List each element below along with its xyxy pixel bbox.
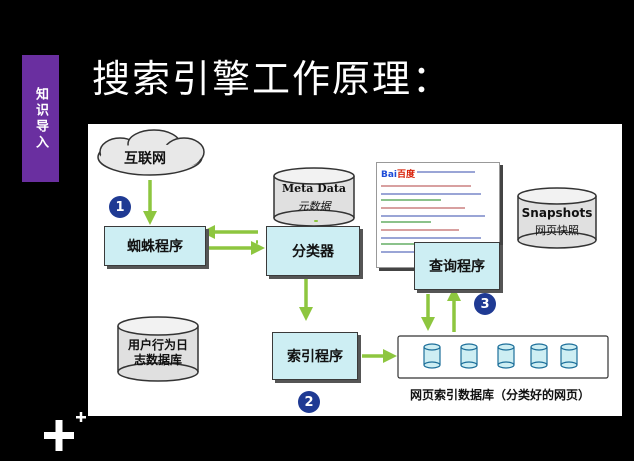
baidu-logo-cn: 百度 [397, 170, 416, 180]
plus-icon [44, 412, 86, 451]
result-line [381, 221, 431, 223]
meta-data-label-cn: 元数据 [297, 200, 331, 213]
baidu-logo-text: Bai [381, 170, 398, 180]
snapshots-label-en: Snapshots [521, 206, 593, 220]
classifier-box: 分类器 [266, 226, 360, 276]
internet-cloud-label: 互联网 [124, 151, 166, 167]
step-2-badge: 2 [298, 391, 320, 413]
diagram-graphics [97, 129, 609, 382]
section-tag-label: 知识导入 [33, 86, 48, 151]
result-line [381, 237, 481, 239]
meta-data-cylinder [273, 167, 355, 227]
step-3-badge: 3 [474, 293, 496, 315]
webpage-db-cylinders [423, 343, 578, 369]
result-line [381, 193, 481, 195]
step-1-badge: 1 [109, 196, 131, 218]
result-line [417, 171, 475, 173]
index-program-box: 索引程序 [272, 332, 358, 380]
slide-title: 搜索引擎工作原理： [92, 57, 453, 101]
meta-data-label-en: Meta Data [281, 182, 347, 195]
snapshots-cylinder [517, 187, 597, 249]
result-line [381, 229, 459, 231]
query-program-box: 查询程序 [414, 242, 500, 290]
baidu-logo: Bai百度 [381, 167, 415, 180]
search-engine-diagram: 互联网 1 2 3 蜘蛛程序 分类器 索引程序 Bai百度 查询程序 Meta … [88, 124, 622, 416]
internet-cloud-shape [97, 129, 205, 176]
user-log-cylinder [117, 316, 199, 382]
section-tag: 知识导入 [22, 55, 59, 182]
spider-program-box: 蜘蛛程序 [104, 226, 206, 266]
webpage-db-label: 网页索引数据库（分类好的网页） [410, 388, 591, 402]
result-line [381, 207, 465, 209]
result-line [381, 185, 471, 187]
result-line [381, 243, 437, 245]
user-log-db-label: 用户行为日志数据库 [127, 338, 188, 367]
result-line [381, 215, 485, 217]
result-line [381, 199, 441, 201]
snapshots-label-cn: 网页快照 [535, 224, 579, 237]
